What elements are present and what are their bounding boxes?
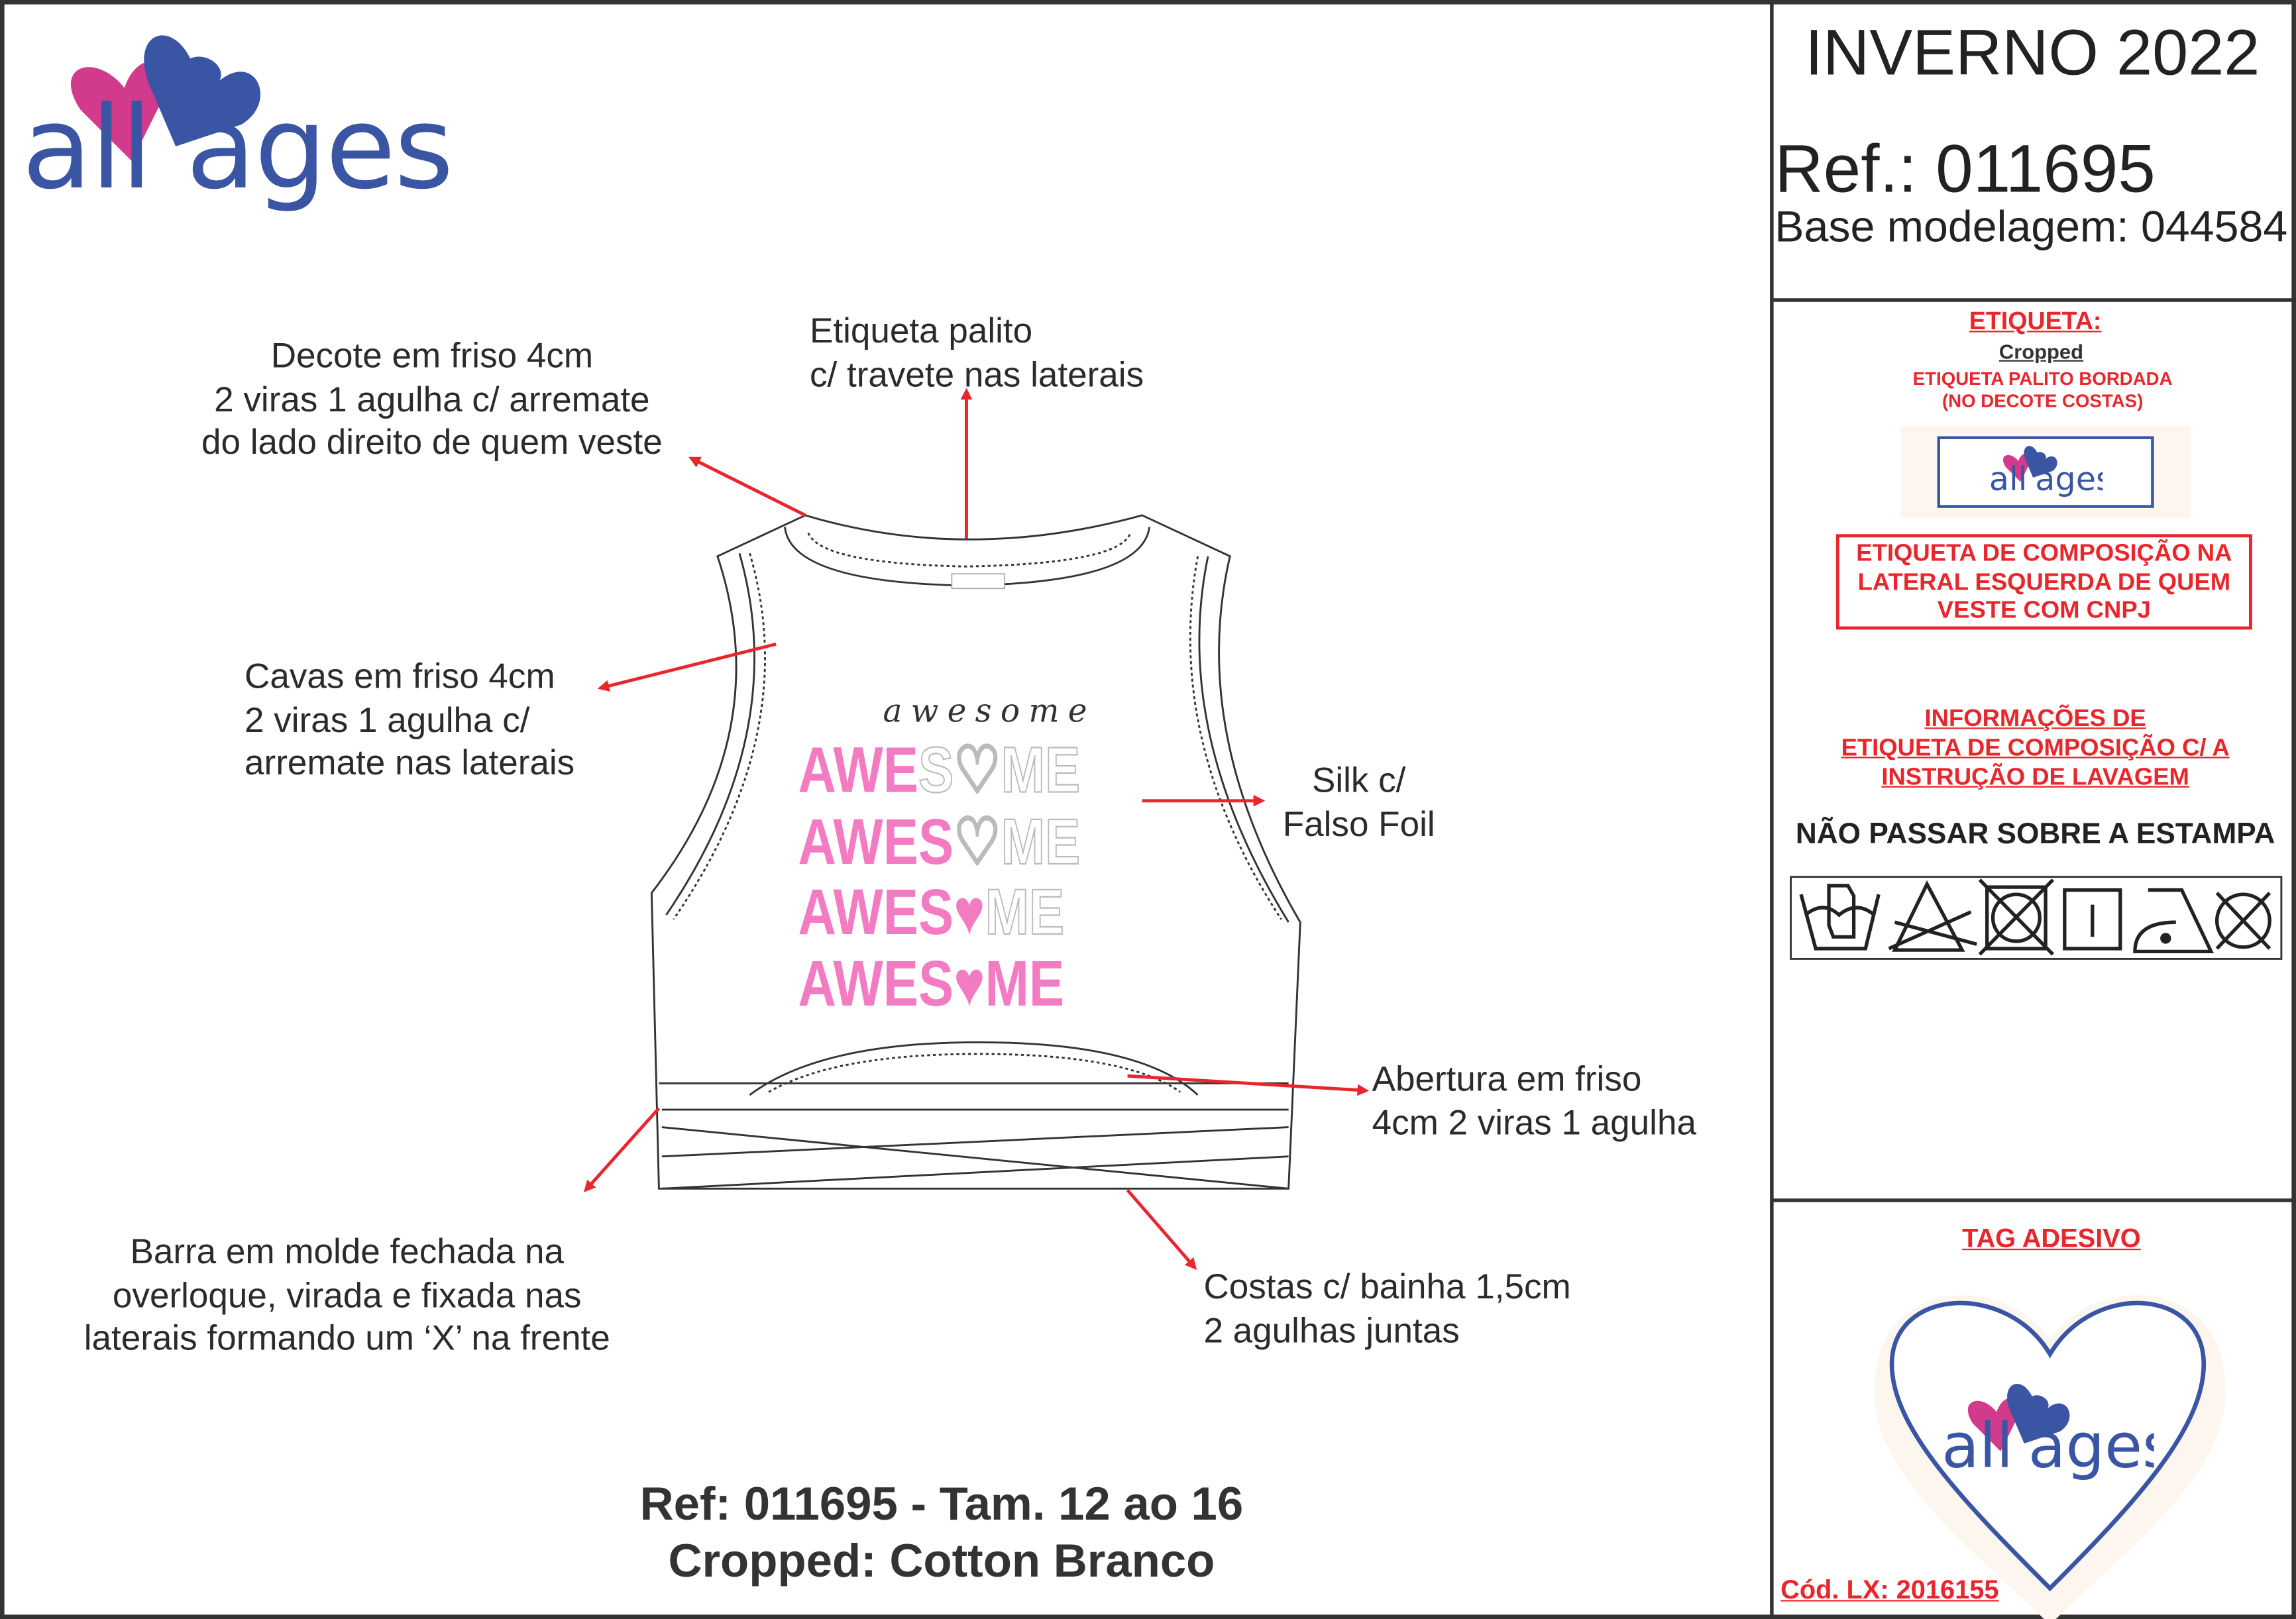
print-text-outline: S♡ME — [918, 735, 1081, 807]
note-line: 2 viras 1 agulha c/ arremate — [214, 380, 650, 420]
note-armhole: Cavas em friso 4cm 2 viras 1 agulha c/ a… — [245, 656, 574, 786]
note-label: Etiqueta palito c/ travete nas laterais — [810, 310, 1144, 396]
note-line: Barra em molde fechada na — [130, 1232, 564, 1273]
print-text-outline: ME — [985, 876, 1065, 949]
info-line: INFORMAÇÕES DE — [1924, 705, 2146, 732]
note-line: Decote em friso 4cm — [270, 337, 594, 376]
line-dry-icon — [2063, 888, 2122, 951]
note-neckline: Decote em friso 4cm 2 viras 1 agulha c/ … — [201, 335, 663, 465]
note-line: Abertura em friso — [1372, 1059, 1642, 1100]
do-not-tumble-dry-icon — [1978, 878, 2055, 956]
print-row: AWES♡ME — [798, 806, 1081, 878]
tag-code: Cód. LX: 2016155 — [1780, 1575, 1999, 1604]
ref-number: Ref.: 011695 — [1775, 130, 2156, 207]
tag-title: TAG ADESIVO — [1962, 1224, 2141, 1253]
note-line: 4cm 2 viras 1 agulha — [1372, 1103, 1696, 1143]
note-line: c/ travete nas laterais — [810, 354, 1144, 395]
arrow-neck — [688, 456, 806, 517]
note-opening: Abertura em friso 4cm 2 viras 1 agulha — [1372, 1059, 1696, 1145]
print-script-word: awesome — [883, 694, 1096, 731]
composition-box — [1835, 534, 2252, 630]
print-text-pink: AWES♥ME — [798, 947, 1065, 1020]
note-line: Silk c/ — [1311, 761, 1406, 801]
arrow-armhole — [597, 642, 777, 692]
label-line: (NO DECOTE COSTAS) — [1941, 391, 2144, 411]
note-line: laterais formando um ‘X’ na frente — [83, 1319, 610, 1359]
arrow-opening — [1127, 1074, 1370, 1096]
arrow-back — [1126, 1188, 1197, 1271]
note-line: Falso Foil — [1282, 804, 1435, 844]
note-back: Costas c/ bainha 1,5cm 2 agulhas juntas — [1203, 1266, 1570, 1352]
arrow-hem — [583, 1107, 661, 1192]
composition-info: INFORMAÇÕES DE ETIQUETA DE COMPOSIÇÃO C/… — [1841, 704, 2230, 792]
footer-fabric: Cropped: Cotton Branco — [668, 1534, 1215, 1587]
print-row: AWES♡ME — [798, 735, 1081, 808]
info-line: ETIQUETA DE COMPOSIÇÃO C/ A — [1841, 735, 2230, 762]
composition-line: LATERAL ESQUERDA DE QUEM — [1857, 568, 2231, 596]
composition-text: ETIQUETA DE COMPOSIÇÃO NA LATERAL ESQUER… — [1856, 540, 2232, 625]
info-line: INSTRUÇÃO DE LAVAGEM — [1881, 764, 2189, 791]
season-title: INVERNO 2022 — [1805, 17, 2260, 89]
note-line: overloque, virada e fixada nas — [112, 1275, 582, 1316]
label-description: ETIQUETA PALITO BORDADA (NO DECOTE COSTA… — [1913, 369, 2173, 413]
base-pattern: Base modelagem: 044584 — [1775, 203, 2288, 252]
print-row: AWES♥ME — [798, 876, 1080, 949]
hand-wash-icon — [1799, 884, 1881, 951]
cropped-top-sketch — [650, 514, 1301, 1190]
note-line: do lado direito de quem veste — [201, 423, 663, 463]
composition-line: ETIQUETA DE COMPOSIÇÃO NA — [1856, 540, 2232, 567]
care-symbols-box — [1790, 876, 2283, 960]
brand-logo-wordmark: all ages — [22, 83, 454, 215]
print-row: AWES♥ME — [798, 947, 1080, 1020]
label-subtitle: Cropped — [1998, 339, 2084, 364]
print-text-pink: AWES♥ — [798, 876, 985, 949]
do-not-bleach-icon — [1888, 880, 1977, 952]
note-line: 2 agulhas juntas — [1203, 1310, 1460, 1351]
note-line: Costas c/ bainha 1,5cm — [1203, 1267, 1571, 1308]
ironing-warning: NÃO PASSAR SOBRE A ESTAMPA — [1795, 818, 2275, 851]
print-text-pink: AWE — [798, 735, 918, 807]
note-line: Cavas em friso 4cm — [245, 657, 555, 697]
note-silk: Silk c/ Falso Foil — [1283, 760, 1435, 846]
iron-low-icon — [2133, 888, 2214, 954]
label-line: ETIQUETA PALITO BORDADA — [1912, 368, 2173, 390]
note-line: Etiqueta palito — [810, 311, 1033, 352]
footer-ref: Ref: 011695 - Tam. 12 ao 16 — [639, 1477, 1244, 1530]
do-not-dry-clean-icon — [2214, 892, 2271, 950]
composition-line: VESTE COM CNPJ — [1937, 597, 2151, 624]
label-title: ETIQUETA: — [1969, 307, 2102, 336]
note-hem: Barra em molde fechada na overloque, vir… — [84, 1231, 610, 1361]
note-line: 2 viras 1 agulha c/ — [245, 700, 530, 741]
print-text-pink: AWES — [798, 806, 954, 878]
footer-title: Ref: 011695 - Tam. 12 ao 16 Cropped: Cot… — [640, 1475, 1244, 1589]
callout-arrows — [583, 388, 1370, 1271]
print-text-outline: ♡ME — [953, 806, 1081, 878]
note-line: arremate nas laterais — [245, 743, 575, 784]
